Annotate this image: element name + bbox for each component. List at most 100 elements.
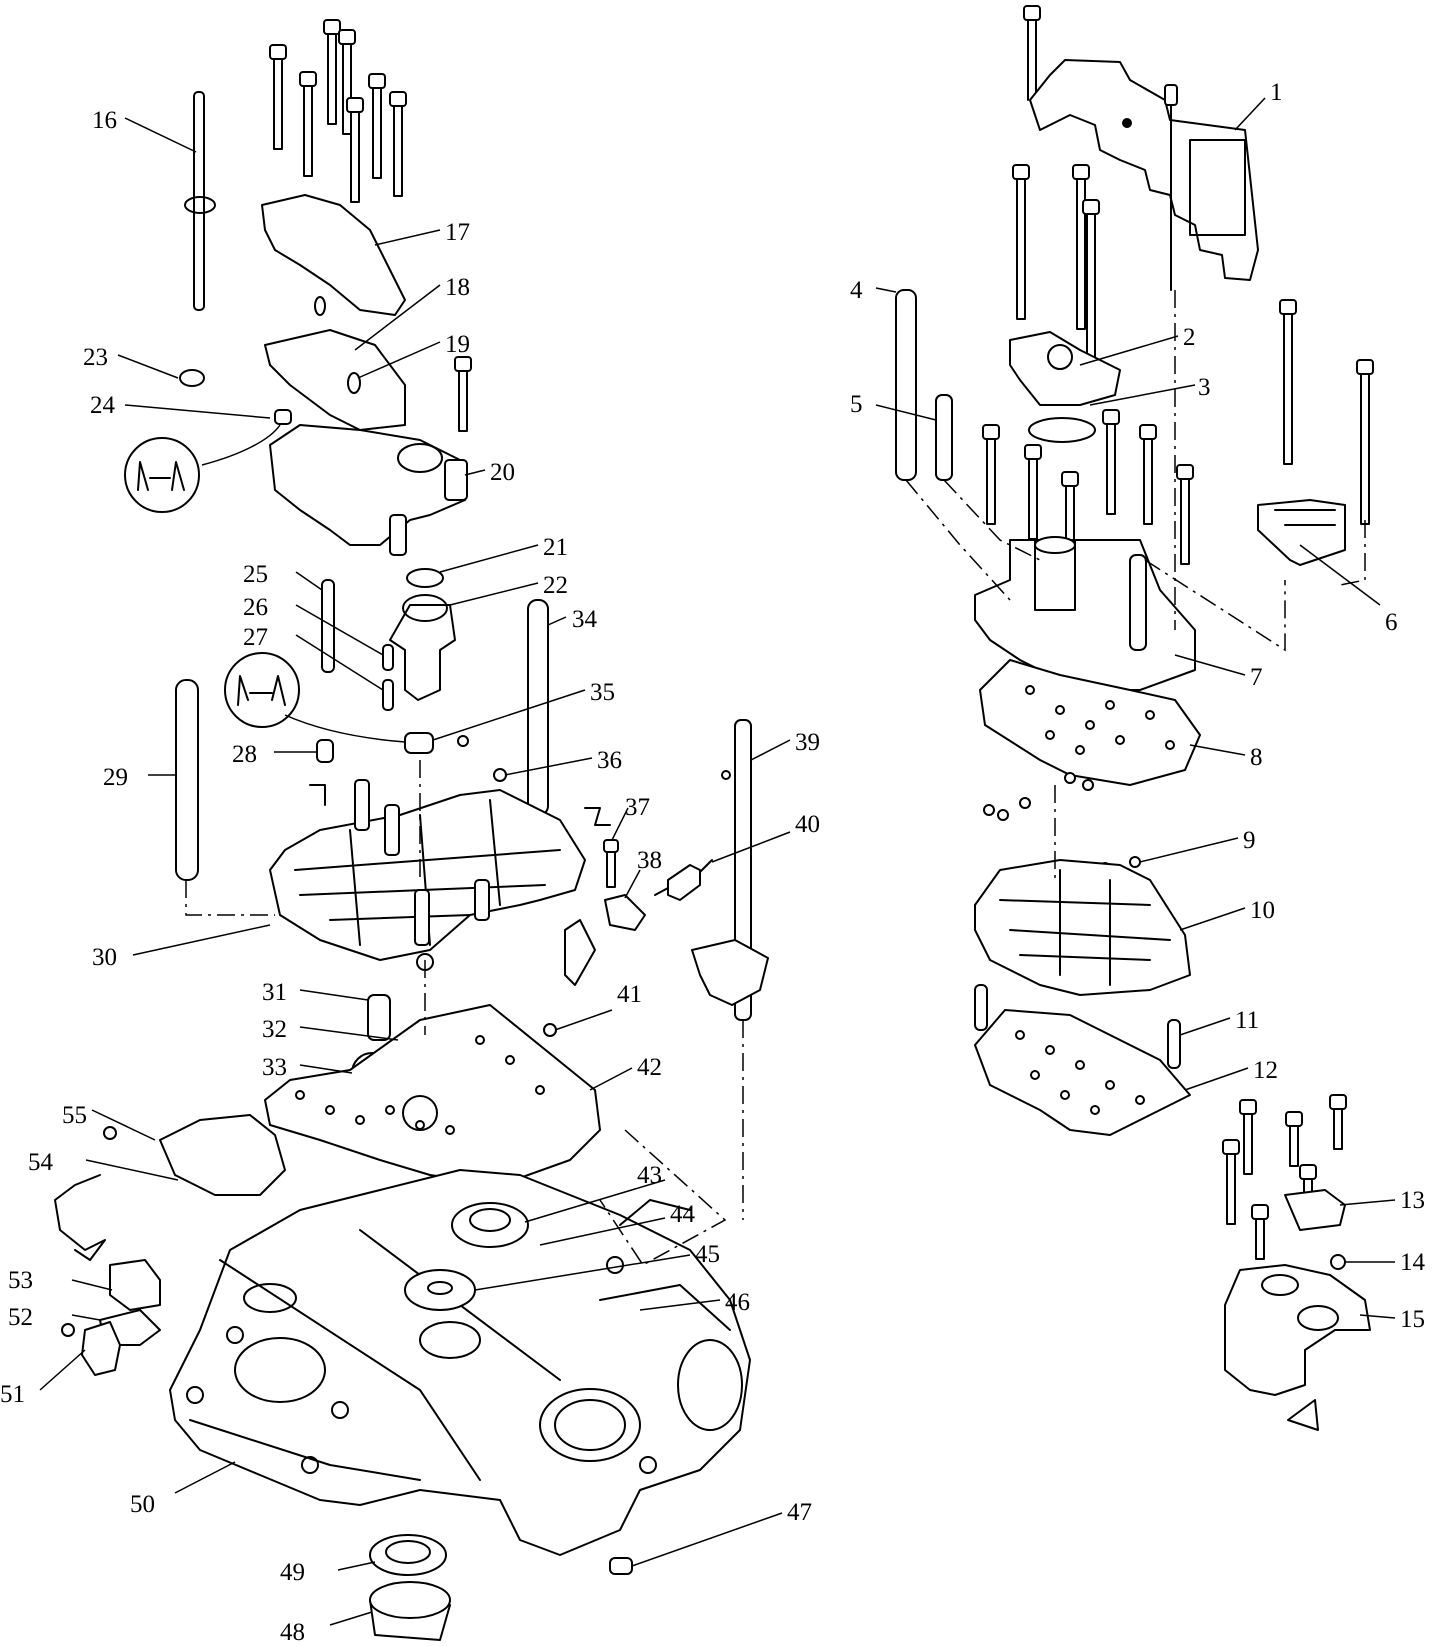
label-50: 50 (130, 1491, 155, 1518)
leader-lines (39, 97, 1396, 1626)
part-55-solenoid (159, 1114, 286, 1196)
label-4: 4 (850, 277, 863, 304)
label-2: 2 (1183, 324, 1196, 351)
part-20-valve-body (269, 424, 466, 546)
part-26-pin (382, 644, 394, 671)
label-16: 16 (92, 107, 117, 134)
label-23: 23 (83, 344, 108, 371)
label-22: 22 (543, 572, 568, 599)
label-54: 54 (28, 1149, 54, 1176)
part-42-separator-plate (264, 1004, 601, 1186)
part-12-separator-plate (974, 1009, 1191, 1136)
part-36-ball (493, 768, 507, 782)
label-8: 8 (1250, 744, 1263, 771)
part-35-plug (404, 732, 434, 754)
label-38: 38 (637, 847, 662, 874)
part-43-hub (451, 1202, 529, 1248)
part-21-ring (406, 568, 444, 588)
label-48: 48 (280, 1619, 305, 1646)
label-27: 27 (243, 624, 268, 651)
label-34: 34 (572, 606, 598, 633)
part-45-piston (404, 1269, 476, 1311)
right-assembly (895, 5, 1374, 1431)
label-35: 35 (590, 679, 615, 706)
label-51: 51 (0, 1381, 25, 1408)
part-15-housing (1224, 1264, 1371, 1396)
part-4-pin (895, 289, 917, 481)
part-10-valve-body (974, 859, 1191, 996)
part-28-pin (316, 739, 334, 763)
part-30-valve-body (269, 789, 586, 961)
part-13-bracket (1284, 1189, 1346, 1231)
part-38-clip (604, 894, 646, 931)
part-16-rod (193, 91, 205, 311)
label-21: 21 (543, 534, 568, 561)
left-assembly (54, 19, 769, 1641)
part-23-plug (179, 369, 205, 387)
bolt (1023, 5, 1041, 21)
part-6-block (1257, 499, 1346, 566)
part-37-bolt (603, 839, 619, 853)
label-12: 12 (1253, 1057, 1278, 1084)
part-8-separator-plate (979, 659, 1201, 786)
label-39: 39 (795, 729, 820, 756)
label-9: 9 (1243, 827, 1256, 854)
label-44: 44 (670, 1201, 696, 1228)
label-42: 42 (637, 1054, 662, 1081)
part-24-plug (274, 409, 292, 425)
label-41: 41 (617, 981, 642, 1008)
label-29: 29 (103, 764, 128, 791)
part-49-seal (369, 1534, 447, 1576)
label-53: 53 (8, 1267, 33, 1294)
label-20: 20 (490, 459, 515, 486)
part-53-sensor (109, 1259, 161, 1311)
part-18-gasket (264, 329, 406, 431)
part-number-labels: 1 2 3 4 5 6 7 8 9 10 11 12 13 14 15 16 1… (0, 79, 1426, 1646)
part-27-pin (382, 679, 394, 711)
label-11: 11 (1235, 1007, 1259, 1034)
detail-circle-lower (224, 652, 300, 728)
label-32: 32 (262, 1016, 287, 1043)
label-55: 55 (62, 1102, 87, 1129)
label-14: 14 (1400, 1249, 1426, 1276)
bolt-set-upper-right (1012, 164, 1374, 525)
part-9-check-balls (983, 772, 1141, 874)
part-47-plug (609, 1557, 633, 1575)
label-19: 19 (445, 331, 470, 358)
part-17-cover (261, 194, 406, 316)
label-46: 46 (725, 1289, 750, 1316)
label-13: 13 (1400, 1187, 1425, 1214)
label-18: 18 (445, 274, 470, 301)
label-17: 17 (445, 219, 470, 246)
part-11-pin (1167, 1019, 1181, 1069)
part-3-ring (1028, 417, 1096, 443)
label-7: 7 (1250, 664, 1263, 691)
label-15: 15 (1400, 1306, 1425, 1333)
label-49: 49 (280, 1559, 305, 1586)
label-10: 10 (1250, 897, 1275, 924)
label-36: 36 (597, 747, 622, 774)
label-24: 24 (90, 392, 116, 419)
part-51-connector (81, 1321, 121, 1376)
label-43: 43 (637, 1162, 662, 1189)
part-40-spring (667, 864, 701, 901)
label-1: 1 (1270, 79, 1283, 106)
label-3: 3 (1198, 374, 1211, 401)
part-5-pin (935, 394, 953, 481)
part-1-bracket (1029, 59, 1259, 281)
detail-circle-upper (124, 437, 200, 513)
bolt-set-top-left (269, 19, 407, 203)
label-37: 37 (625, 794, 650, 821)
part-31-pin (367, 994, 391, 1041)
label-5: 5 (850, 391, 863, 418)
part-29-rod (175, 679, 199, 881)
label-47: 47 (787, 1499, 812, 1526)
label-40: 40 (795, 811, 820, 838)
label-33: 33 (262, 1054, 287, 1081)
part-22-spool (389, 604, 456, 701)
label-25: 25 (243, 561, 268, 588)
part-41-pin (543, 1023, 557, 1037)
label-6: 6 (1385, 609, 1398, 636)
part-19-oring (347, 372, 361, 394)
